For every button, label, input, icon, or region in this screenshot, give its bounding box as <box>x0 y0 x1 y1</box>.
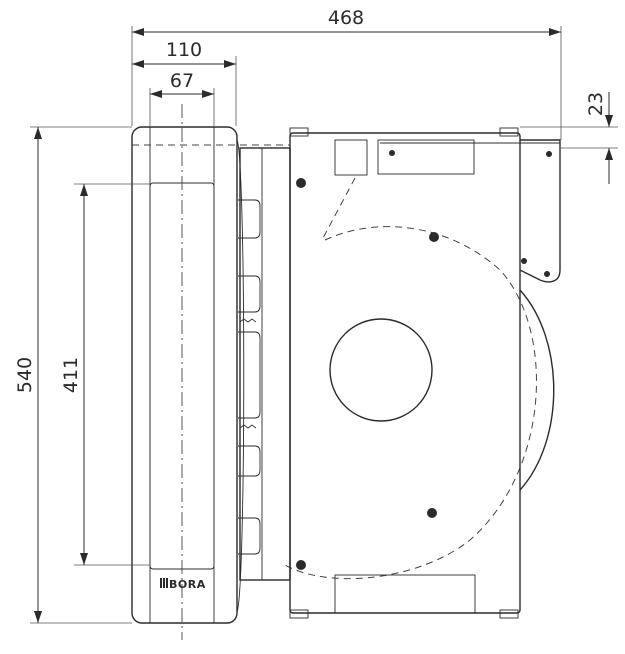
connector-section <box>238 147 291 581</box>
panel-curve <box>236 139 245 613</box>
housing-body <box>289 132 521 614</box>
dim-label-overall-height: 540 <box>14 357 36 393</box>
dim-label-overall-width: 468 <box>328 7 364 29</box>
screw-icon <box>521 258 527 264</box>
spring <box>239 318 257 323</box>
motor-housing <box>284 127 561 619</box>
dim-label-inner-width: 67 <box>170 70 194 92</box>
dimension-468: 468 <box>131 7 562 140</box>
guide-dashed <box>321 177 356 241</box>
tab-top-right <box>499 127 519 137</box>
clip <box>238 517 261 555</box>
clip <box>238 331 261 419</box>
clip <box>238 445 261 477</box>
screw-icon <box>429 232 439 242</box>
dimension-67: 67 <box>149 70 215 126</box>
front-panel: BORA <box>131 104 290 640</box>
dimension-110: 110 <box>132 39 237 126</box>
top-plate-left <box>334 139 368 176</box>
connector-frame <box>239 147 291 581</box>
bottom-plate <box>334 574 476 614</box>
dim-label-opening-height: 411 <box>60 357 82 393</box>
screw-icon <box>544 271 550 277</box>
spring <box>239 424 257 429</box>
screw-icon <box>296 560 306 570</box>
screw-icon <box>389 150 395 156</box>
tab-top-left <box>289 127 309 137</box>
clip <box>238 275 261 313</box>
brand-logo-text: BORA <box>169 578 206 591</box>
dimension-23: 23 <box>520 92 618 184</box>
dimension-540: 540 <box>14 126 132 624</box>
tab-bottom-left <box>289 609 309 619</box>
dimension-411: 411 <box>60 183 150 566</box>
front-panel-outer <box>131 126 238 624</box>
housing-arc <box>519 289 555 491</box>
outlet-circle <box>329 318 433 422</box>
mounting-bracket <box>519 139 561 283</box>
logo-bora: BORA <box>160 578 206 591</box>
screw-icon <box>427 508 437 518</box>
dim-label-front-depth: 110 <box>166 39 202 61</box>
tab-bottom-right <box>499 609 519 619</box>
clip <box>238 199 261 239</box>
screw-icon <box>546 151 552 157</box>
top-plate <box>377 139 475 175</box>
dim-label-top-offset: 23 <box>585 92 607 116</box>
rotation-arc-dashed <box>284 226 537 580</box>
screw-icon <box>296 178 306 188</box>
